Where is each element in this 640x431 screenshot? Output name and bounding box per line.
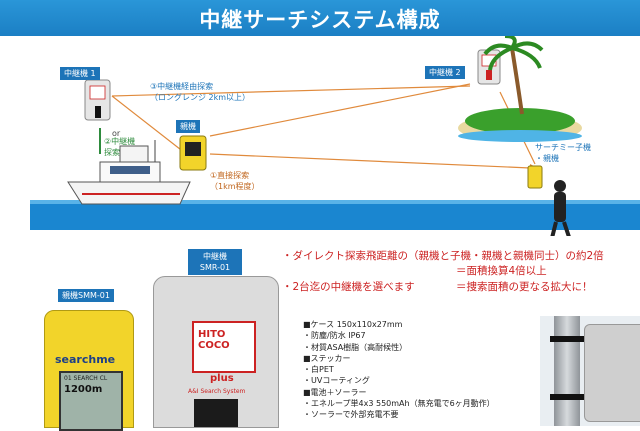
pole-mount-image <box>540 316 640 426</box>
spec-item: ・エネループ単4x3 550mAh（無充電で6ヶ月動作） <box>303 399 495 409</box>
diver <box>527 165 571 236</box>
device-brand: searchme <box>55 353 116 366</box>
spec-item: ・ソーラーで外部充電不要 <box>303 410 399 420</box>
spec-item: ・防塵/防水 IP67 <box>303 331 366 341</box>
or-label: or <box>112 129 121 138</box>
smm-label: 親機SMM-01 <box>58 289 114 302</box>
spec-list: ■ケース 150x110x27mm ・防塵/防水 IP67 ・材質ASA樹脂（高… <box>303 319 495 421</box>
page-title: 中継サーチシステム構成 <box>199 8 441 32</box>
path-parent-to-relay2 <box>209 83 471 137</box>
smr-device-image: HITO COCO plus A&I Search System <box>153 276 279 428</box>
relay2-label: 中継機 2 <box>425 66 465 79</box>
device-screen: 01 SEARCH CL 1200m <box>59 371 123 431</box>
system-diagram: or <box>30 36 640 236</box>
parent-device <box>179 135 207 171</box>
smm-device-image: searchme 01 SEARCH CL 1200m <box>44 310 134 431</box>
parent-label: 親機 <box>176 120 200 133</box>
title-bar <box>0 0 640 36</box>
spec-item: ・材質ASA樹脂（高耐候性） <box>303 342 408 352</box>
smr-label: 中継機 SMR-01 <box>188 249 242 275</box>
solar-panel <box>194 399 238 427</box>
path2-label: ②中継機 探索 <box>104 137 136 157</box>
hito-coco-logo: HITO COCO <box>192 321 256 373</box>
spec-item: ・白PET <box>303 365 334 375</box>
path-direct <box>209 153 531 169</box>
spec-item: ■ステッカー <box>303 353 351 363</box>
note-line1: ・ダイレクト探索飛距離の（親機と子機・親機と親機同士）の約2倍 <box>282 250 604 262</box>
spec-item: ■ケース 150x110x27mm <box>303 320 403 329</box>
relay1-label: 中継機 1 <box>60 67 100 80</box>
child-label: サーチミー子機 ・親機 <box>535 143 591 163</box>
spec-item: ・UVコーティング <box>303 376 370 386</box>
path1-label: ①直接探索 （1km程度） <box>210 171 260 191</box>
path-relay1-to-relay2 <box>111 85 471 97</box>
ai-search-text: A&I Search System <box>188 388 246 395</box>
note-line2: ＝面積換算4倍以上 <box>456 265 547 277</box>
relay1-device <box>84 79 111 121</box>
path3-label: ③中継機経由探索 （ロングレンジ 2km以上） <box>150 82 251 102</box>
spec-item: ■電池＋ソーラー <box>303 387 367 397</box>
plus-text: plus <box>210 373 234 384</box>
boat <box>67 140 191 205</box>
note-line3-left: ・2台迄の中継機を選べます <box>282 281 415 293</box>
island <box>458 36 582 142</box>
sea <box>30 200 640 230</box>
path-relay1-to-parent <box>111 95 186 154</box>
note-line3-right: ＝捜索面積の更なる拡大に！ <box>456 281 593 293</box>
